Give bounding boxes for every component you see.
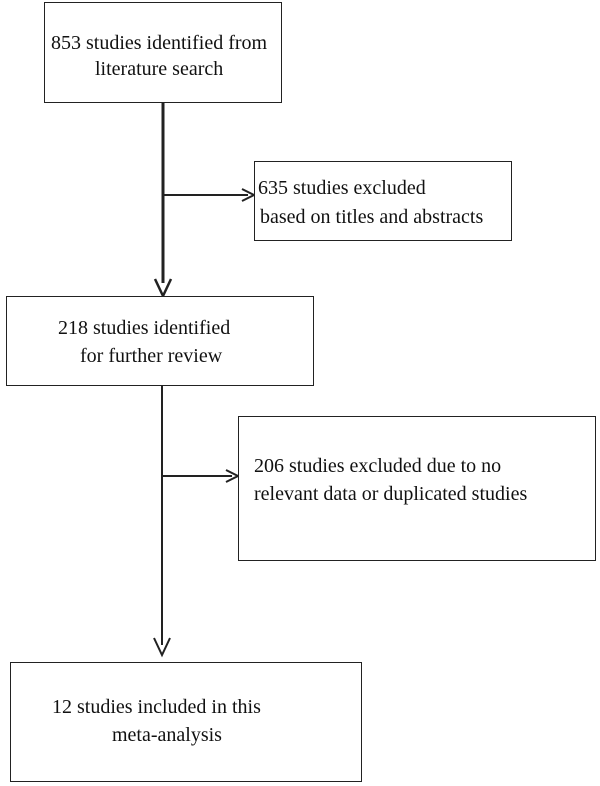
exclusion-titles-line-1: 635 studies excluded — [258, 177, 426, 199]
step-identified-line-2: literature search — [95, 58, 224, 80]
step-box-further-review — [6, 296, 314, 386]
step-box-included — [10, 662, 362, 782]
step-identified-line-1: 853 studies identified from — [51, 32, 268, 54]
exclusion-box-titles-abstracts — [254, 161, 512, 241]
exclusion-data-line-2: relevant data or duplicated studies — [254, 483, 528, 505]
exclusion-data-line-1: 206 studies excluded due to no — [254, 455, 502, 477]
arrowhead-main-2 — [153, 637, 171, 658]
step-review-line-1: 218 studies identified — [58, 317, 231, 339]
step-included-line-1: 12 studies included in this — [52, 696, 261, 718]
step-included-line-2: meta-analysis — [112, 724, 222, 746]
exclusion-titles-line-2: based on titles and abstracts — [260, 206, 484, 228]
step-review-line-2: for further review — [80, 345, 223, 367]
exclusion-box-no-relevant-data — [238, 416, 596, 561]
step-box-identified — [44, 2, 282, 103]
